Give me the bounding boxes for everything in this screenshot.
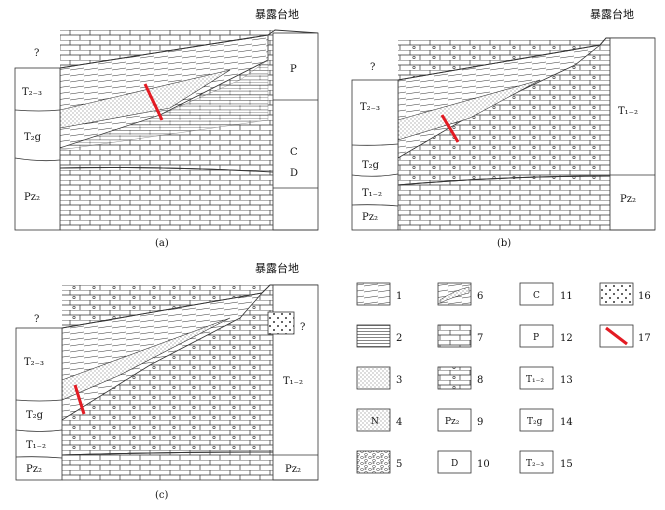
legend-item-4: N 4 bbox=[356, 408, 402, 432]
panel-a-left-label-1: T₂₋₃ bbox=[22, 87, 42, 98]
legend-item-15: T₂₋₃ 15 bbox=[519, 450, 573, 474]
svg-text:12: 12 bbox=[560, 333, 573, 344]
svg-text:1: 1 bbox=[396, 291, 402, 302]
svg-text:10: 10 bbox=[477, 459, 490, 470]
legend-item-16: 16 bbox=[599, 282, 651, 306]
panel-a-red-marker bbox=[143, 83, 164, 121]
panel-b-red-marker bbox=[440, 114, 460, 143]
panel-c-left-column bbox=[15, 327, 63, 481]
legend-item-5: 5 bbox=[356, 450, 402, 474]
svg-text:3: 3 bbox=[396, 375, 402, 386]
panel-b-left-label-3: T₁₋₂ bbox=[362, 188, 382, 199]
legend-item-9: Pz₂ 9 bbox=[437, 408, 483, 432]
panel-b-question: ? bbox=[370, 62, 375, 73]
panel-a-right-label-3: D bbox=[290, 168, 298, 179]
panel-a: 暴露台地 ? T₂₋₃ T₂g Pz₂ P C D (a) bbox=[14, 7, 319, 249]
panel-a-question: ? bbox=[34, 48, 39, 59]
panel-a-right-label-2: C bbox=[290, 147, 298, 158]
legend-item-14: T₂g 14 bbox=[519, 408, 573, 432]
panel-b-title: 暴露台地 bbox=[590, 7, 634, 21]
svg-text:5: 5 bbox=[396, 459, 402, 470]
panel-a-left-label-2: T₂g bbox=[24, 132, 42, 143]
svg-text:2: 2 bbox=[396, 333, 402, 344]
svg-text:15: 15 bbox=[560, 459, 573, 470]
svg-text:T₂g: T₂g bbox=[527, 417, 543, 427]
legend-item-10: D 10 bbox=[437, 450, 490, 474]
panel-a-right-label-1: P bbox=[290, 64, 297, 75]
panel-b-caption: (b) bbox=[497, 238, 511, 249]
svg-text:17: 17 bbox=[638, 333, 651, 344]
svg-text:N: N bbox=[371, 417, 379, 427]
legend-item-2: 2 bbox=[356, 324, 402, 348]
svg-text:7: 7 bbox=[477, 333, 483, 344]
panel-c-caption: (c) bbox=[155, 490, 169, 501]
legend-item-17: 17 bbox=[599, 324, 651, 348]
svg-text:Pz₂: Pz₂ bbox=[445, 417, 460, 427]
legend-item-7: 7 bbox=[437, 324, 483, 348]
panel-c-left-label-2: T₂g bbox=[26, 410, 44, 421]
panel-a-left-label-3: Pz₂ bbox=[24, 192, 40, 203]
panel-a-right-column bbox=[272, 32, 319, 231]
svg-text:8: 8 bbox=[477, 375, 483, 386]
svg-text:14: 14 bbox=[560, 417, 573, 428]
svg-text:11: 11 bbox=[560, 291, 573, 302]
panel-b: 暴露台地 ? T₂₋₃ T₂g T₁₋₂ Pz₂ T₁₋₂ Pz₂ (b) bbox=[351, 7, 656, 249]
panel-a-left-column bbox=[14, 67, 61, 231]
legend-item-12: P 12 bbox=[519, 324, 573, 348]
panel-c-right-label-1: T₁₋₂ bbox=[283, 376, 303, 387]
panel-c-left-label-3: T₁₋₂ bbox=[26, 440, 46, 451]
svg-text:D: D bbox=[451, 459, 458, 469]
legend-item-6: 6 bbox=[437, 282, 483, 306]
svg-text:6: 6 bbox=[477, 291, 483, 302]
legend-item-13: T₁₋₂ 13 bbox=[519, 366, 573, 390]
panel-a-caption: (a) bbox=[155, 238, 169, 249]
panel-c-left-label-4: Pz₂ bbox=[26, 464, 42, 475]
panel-a-title: 暴露台地 bbox=[255, 7, 299, 21]
panel-b-right-column bbox=[609, 37, 656, 231]
legend: 1 2 3 N 4 5 6 7 8 bbox=[356, 282, 651, 474]
panel-c-right-question: ? bbox=[300, 322, 305, 333]
panel-b-left-label-2: T₂g bbox=[362, 160, 380, 171]
svg-text:T₂₋₃: T₂₋₃ bbox=[526, 459, 544, 469]
panel-b-right-label-2: Pz₂ bbox=[620, 194, 636, 205]
legend-item-8: 8 bbox=[437, 366, 483, 390]
svg-text:13: 13 bbox=[560, 375, 573, 386]
legend-item-1: 1 bbox=[356, 282, 402, 306]
panel-c-right-label-2: Pz₂ bbox=[285, 464, 301, 475]
panel-c-red-marker bbox=[73, 384, 86, 415]
panel-c-coarse-block bbox=[267, 311, 295, 335]
legend-item-11: C 11 bbox=[519, 282, 573, 306]
panel-c-title: 暴露台地 bbox=[255, 261, 299, 275]
legend-item-3: 3 bbox=[356, 366, 402, 390]
svg-text:P: P bbox=[533, 333, 539, 343]
panel-c-question: ? bbox=[34, 314, 39, 325]
svg-text:C: C bbox=[533, 291, 540, 301]
svg-text:T₁₋₂: T₁₋₂ bbox=[526, 375, 544, 385]
svg-text:16: 16 bbox=[638, 291, 651, 302]
panel-c-left-label-1: T₂₋₃ bbox=[24, 357, 44, 368]
panel-b-right-label-1: T₁₋₂ bbox=[618, 106, 638, 117]
panel-c: 暴露台地 ? ? T₂₋₃ T₂g T₁₋₂ Pz₂ T₁₋₂ Pz₂ (c) bbox=[15, 261, 319, 501]
panel-b-left-label-4: Pz₂ bbox=[362, 212, 378, 223]
panel-b-left-label-1: T₂₋₃ bbox=[360, 102, 380, 113]
svg-text:4: 4 bbox=[396, 417, 402, 428]
svg-text:9: 9 bbox=[477, 417, 483, 428]
